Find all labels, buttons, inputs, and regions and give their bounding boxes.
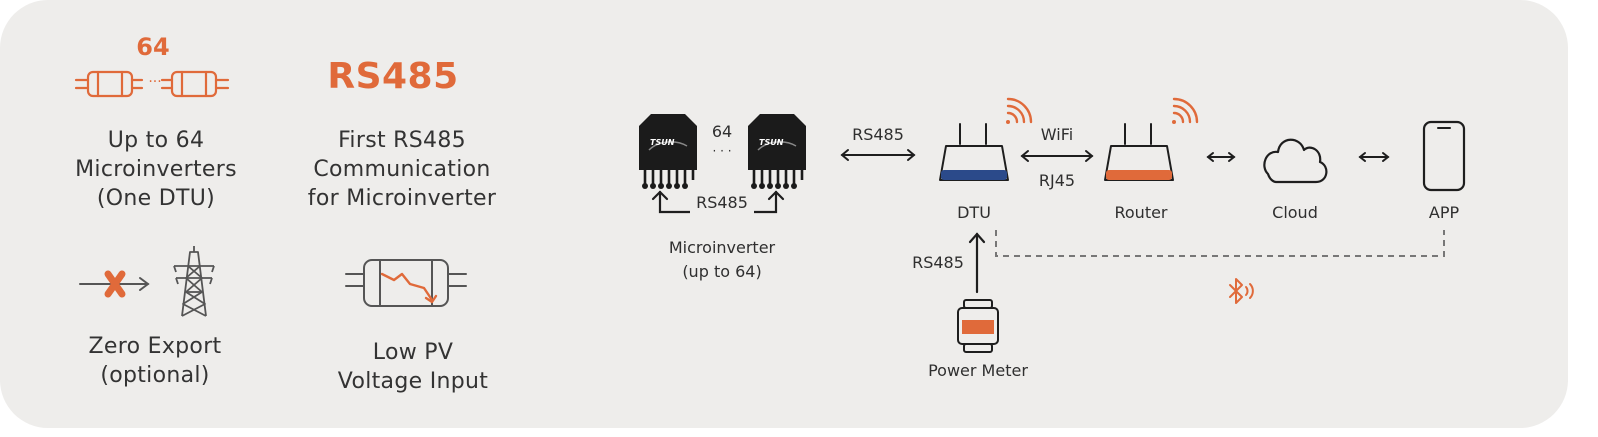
- rs485-badge: RS485: [327, 56, 459, 97]
- bluetooth-icon: [1229, 278, 1254, 304]
- microinverter-dots: · · ·: [712, 144, 732, 158]
- bidirectional-arrow-icon: [840, 149, 916, 161]
- microinverter-count-label: 64: [711, 122, 733, 141]
- microinverters-feature-label: Up to 64 Microinverters (One DTU): [75, 128, 237, 211]
- feature-card: 64 ... Up to 64 Microinverters (One DTU)…: [0, 0, 1568, 428]
- meter-link-label: RS485: [912, 253, 964, 272]
- dtu-label: DTU: [957, 203, 991, 222]
- zero-export-label: Zero Export (optional): [88, 334, 222, 388]
- bidirectional-arrow-icon: [1358, 152, 1390, 162]
- low-pv-voltage-icon: [345, 259, 467, 307]
- microinverter-count-badge: 64: [136, 33, 170, 61]
- microinverter-caption: Microinverter (up to 64): [668, 238, 776, 281]
- dtu-router-rj45-label: RJ45: [1038, 171, 1076, 190]
- microinverter-brand-left: TSUN: [650, 138, 675, 147]
- wifi-signal-icon: [1006, 97, 1033, 124]
- microinverter-bus-label: RS485: [690, 192, 754, 214]
- microinverter-brand-right: TSUN: [759, 138, 784, 147]
- router-label: Router: [1114, 203, 1168, 222]
- microinverter-device-icon: [639, 114, 697, 189]
- bidirectional-arrow-icon: [1206, 152, 1236, 162]
- bluetooth-dashed-link: [995, 230, 1445, 257]
- low-pv-voltage-label: Low PV Voltage Input: [337, 340, 489, 394]
- microinverter-chain-icon: [74, 70, 230, 98]
- bidirectional-arrow-icon: [1020, 150, 1094, 162]
- microinverter-ellipsis: ...: [148, 70, 162, 86]
- dtu-device-icon: [939, 123, 1009, 181]
- micro-dtu-link-label: RS485: [852, 125, 904, 144]
- app-label: APP: [1428, 203, 1460, 222]
- cloud-label: Cloud: [1272, 203, 1318, 222]
- power-meter-icon: [957, 299, 999, 353]
- dtu-router-wifi-label: WiFi: [1040, 125, 1074, 144]
- power-meter-label: Power Meter: [928, 361, 1028, 380]
- microinverter-device-icon: [748, 114, 806, 189]
- wifi-signal-icon: [1172, 97, 1199, 124]
- upward-arrow-icon: [968, 232, 986, 294]
- smartphone-icon: [1422, 120, 1466, 192]
- cloud-icon: [1263, 138, 1328, 184]
- rs485-feature-label: First RS485 Communication for Microinver…: [307, 128, 497, 211]
- router-device-icon: [1104, 123, 1174, 181]
- zero-export-icon: [79, 246, 215, 317]
